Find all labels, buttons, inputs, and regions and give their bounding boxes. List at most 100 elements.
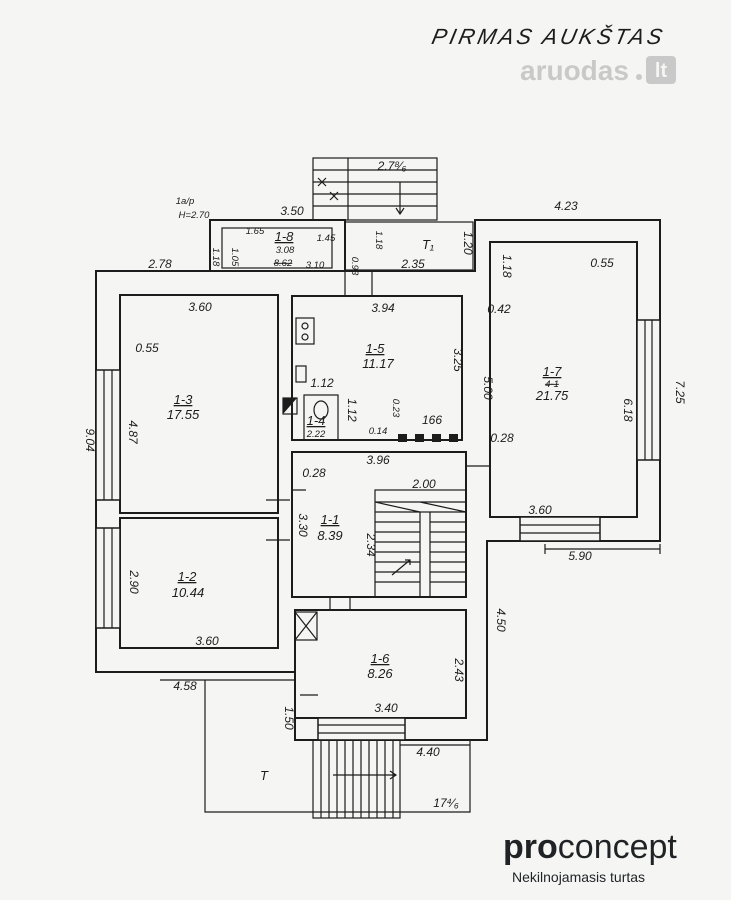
window-room-1-7-side — [636, 319, 661, 461]
fixtures — [282, 317, 661, 746]
vestibule-inner-wall — [221, 227, 333, 269]
room-1-2-area: 10.44 — [172, 585, 205, 600]
window-room-1-3 — [95, 369, 121, 501]
dimension-label: 4.50 — [494, 608, 508, 632]
dimension-label: 4.87 — [126, 420, 140, 445]
terrace-outline-bottom — [204, 680, 471, 813]
room-1-3-area: 17.55 — [167, 407, 200, 422]
room-1-2-label: 1-2 — [178, 569, 198, 584]
room-1-8-area: 3.08 — [276, 245, 295, 256]
dimension-label: 3.60 — [188, 300, 212, 314]
dimension-label: 1.20 — [461, 231, 475, 255]
door-markers — [266, 465, 490, 696]
room-1-7-sub: 4-1 — [545, 379, 559, 390]
dimension-label: 17⁴⁄₆ — [433, 796, 459, 810]
dimension-label: 2.00 — [411, 477, 436, 491]
dimension-label: 1.45 — [317, 233, 336, 244]
outer-wall — [95, 219, 661, 741]
sink-bowl-icon — [301, 322, 309, 330]
window-room-1-6-panes — [318, 724, 405, 734]
room-1-6-area: 8.26 — [367, 666, 393, 681]
window-room-1-3-panes — [103, 370, 113, 500]
interior-stairs-arrow — [391, 559, 411, 576]
dimension-label: 9.04 — [83, 428, 97, 452]
logo-pro: pro — [503, 828, 558, 866]
wardrobe — [294, 611, 318, 641]
window-room-1-2-panes — [103, 528, 113, 628]
dimension-label: 3.60 — [528, 503, 552, 517]
watermark-tld: lt — [655, 60, 668, 82]
dimension-label: 2.78 — [147, 257, 172, 271]
dimension-label: 2.35 — [400, 257, 425, 271]
dimension-label: 1.50 — [282, 706, 296, 730]
dimension-label: 0.28 — [302, 466, 326, 480]
dimension-label: 3.25 — [451, 348, 465, 372]
kitchen-sink — [295, 317, 315, 345]
sink-bowl-icon — [301, 333, 309, 341]
watermark-dot — [636, 74, 642, 80]
radiator-icon — [449, 434, 458, 442]
window-room-1-7-side-panes — [644, 320, 653, 460]
dimension-label: 0.14 — [369, 426, 388, 437]
window-room-1-7-bottom — [519, 516, 601, 542]
dimension-label: 3.10 — [306, 260, 325, 271]
dimension-label: 3.60 — [195, 634, 219, 648]
terrace-bottom-label: T — [260, 768, 269, 783]
room-1-7-label: 1-7 — [543, 364, 563, 379]
radiator-icon — [432, 434, 441, 442]
dimension-label: 5.00 — [481, 376, 495, 400]
dimension-label: 1.05 — [229, 248, 240, 267]
dimension-label: 6.18 — [621, 398, 635, 422]
room-1-1-label: 1-1 — [321, 512, 340, 527]
interior-stairs — [374, 489, 467, 598]
top-stairs-marks — [317, 177, 405, 216]
room-1-6-label: 1-6 — [371, 651, 391, 666]
window-room-1-2 — [95, 527, 121, 629]
bottom-stairs-arrow — [333, 770, 398, 780]
watermark-tld-box — [646, 56, 676, 84]
dimension-label: 2.90 — [127, 569, 141, 594]
attic-note-height: H=2.70 — [179, 210, 211, 221]
top-stairs — [312, 157, 438, 221]
dimension-label: 3.40 — [374, 701, 398, 715]
radiator-icon — [415, 434, 424, 442]
dimension-label: 1.65 — [246, 226, 265, 237]
bottom-stairs — [160, 679, 471, 819]
bottom-stairs-outline — [312, 739, 401, 819]
interior-stairs-divider — [419, 511, 431, 598]
dimension-line-5-90 — [544, 544, 661, 554]
top-stairs-treads — [313, 158, 437, 220]
dimension-label: 4.23 — [554, 199, 578, 213]
logo-tagline: Nekilnojamasis turtas — [512, 869, 645, 885]
dimension-label: 3.96 — [366, 453, 390, 467]
window-room-1-6 — [317, 717, 406, 741]
dimension-label: 1.12 — [345, 398, 359, 422]
watermark-name: aruodas — [520, 55, 629, 86]
room-1-3-wall — [119, 294, 279, 514]
room-1-5-label: 1-5 — [366, 341, 386, 356]
dimension-label: 2.43 — [452, 657, 466, 682]
entrance-door-jambs — [344, 272, 373, 296]
logo-concept: concept — [558, 828, 678, 866]
dimension-label: 3.50 — [280, 204, 304, 218]
room-labels: 1a/p H=2.70 1-8 3.08 8.62 T₁ 1-3 17.55 1… — [167, 196, 569, 783]
room-1-7-wall — [489, 241, 638, 518]
watermark: aruodas lt — [520, 55, 676, 86]
room-1-5-area: 11.17 — [362, 356, 394, 371]
dimension-label: 3.30 — [296, 513, 310, 537]
terrace-label: T₁ — [422, 237, 434, 252]
logo-wordmark: proconcept — [503, 828, 677, 866]
plan-title: PIRMAS AUKŠTAS — [430, 24, 668, 49]
dimension-label: 0.23 — [390, 399, 401, 418]
dimension-label: 1.18 — [500, 254, 514, 278]
windows — [95, 319, 661, 741]
kitchen-appliance — [295, 365, 307, 383]
bottom-stairs-treads — [320, 740, 394, 818]
dimension-label: 0.55 — [135, 341, 159, 355]
room-1-8-old-area: 8.62 — [274, 258, 293, 269]
dimension-label: 2.34 — [364, 532, 378, 557]
attic-note-label: 1a/p — [176, 196, 195, 207]
dimension-label: 166 — [422, 413, 442, 427]
room-1-1-area: 8.39 — [317, 528, 342, 543]
